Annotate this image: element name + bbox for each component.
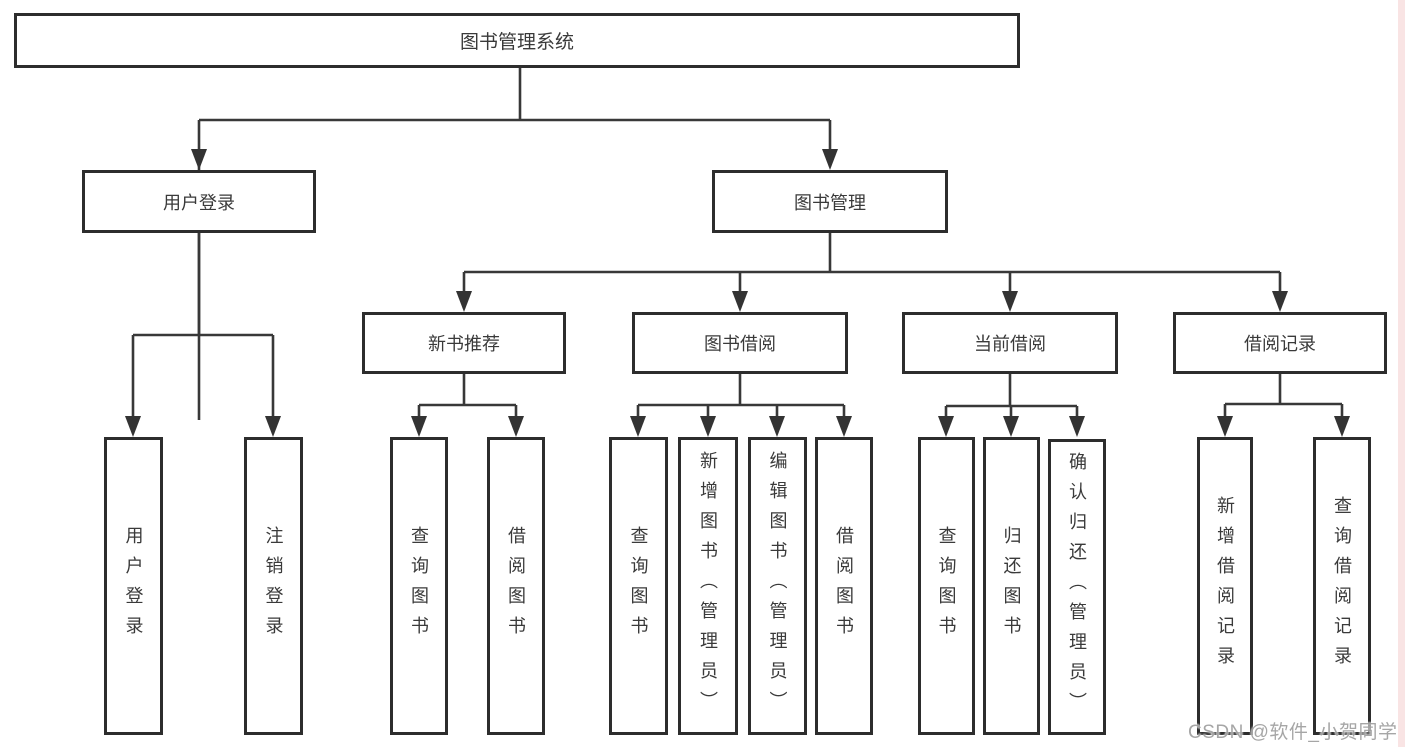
leaf-add-books-admin: 新增图书（管理员） <box>678 437 738 735</box>
leaf-edit-books-admin: 编辑图书（管理员） <box>748 437 807 735</box>
leaf-logout: 注销登录 <box>244 437 303 735</box>
leaf-label: 查询图书 <box>936 526 957 646</box>
leaf-user-login: 用户登录 <box>104 437 163 735</box>
node-book-management: 图书管理 <box>712 170 948 233</box>
leaf-add-borrow-record: 新增借阅记录 <box>1197 437 1253 735</box>
leaf-label: 新增图书（管理员） <box>698 451 718 721</box>
leaf-label: 查询图书 <box>628 526 649 646</box>
leaf-confirm-return-admin: 确认归还（管理员） <box>1048 439 1106 735</box>
leaf-return-books: 归还图书 <box>983 437 1040 735</box>
node-user-login: 用户登录 <box>82 170 316 233</box>
arrowhead-icons <box>125 149 1350 437</box>
leaf-query-books-borrow: 查询图书 <box>609 437 668 735</box>
leaf-borrow-books-recommend: 借阅图书 <box>487 437 545 735</box>
leaf-label: 借阅图书 <box>506 526 526 646</box>
leaf-query-books-current: 查询图书 <box>918 437 975 735</box>
leaf-borrow-books: 借阅图书 <box>815 437 873 735</box>
leaf-query-books-recommend: 查询图书 <box>390 437 448 735</box>
leaf-label: 注销登录 <box>263 526 284 646</box>
leaf-query-borrow-record: 查询借阅记录 <box>1313 437 1371 735</box>
page-edge-strip <box>1398 0 1405 747</box>
node-label: 图书借阅 <box>704 334 776 354</box>
leaf-label: 编辑图书（管理员） <box>767 451 788 721</box>
node-borrow-records: 借阅记录 <box>1173 312 1387 374</box>
node-book-borrow: 图书借阅 <box>632 312 848 374</box>
node-label: 用户登录 <box>163 192 235 213</box>
node-label: 当前借阅 <box>974 334 1046 354</box>
node-label: 新书推荐 <box>428 334 500 354</box>
leaf-label: 新增借阅记录 <box>1215 496 1235 676</box>
leaf-label: 归还图书 <box>1001 526 1022 646</box>
root-node-library-system: 图书管理系统 <box>14 13 1020 68</box>
root-node-label: 图书管理系统 <box>459 32 574 53</box>
leaf-label: 查询借阅记录 <box>1332 496 1352 676</box>
leaf-label: 查询图书 <box>409 526 429 646</box>
leaf-label: 确认归还（管理员） <box>1067 452 1087 722</box>
node-new-book-recommend: 新书推荐 <box>362 312 566 374</box>
leaf-label: 借阅图书 <box>834 526 854 646</box>
leaf-label: 用户登录 <box>123 526 144 646</box>
node-current-borrow: 当前借阅 <box>902 312 1118 374</box>
node-label: 借阅记录 <box>1244 334 1316 354</box>
node-label: 图书管理 <box>794 192 866 213</box>
csdn-watermark: CSDN @软件_小贺同学 <box>1188 722 1398 743</box>
